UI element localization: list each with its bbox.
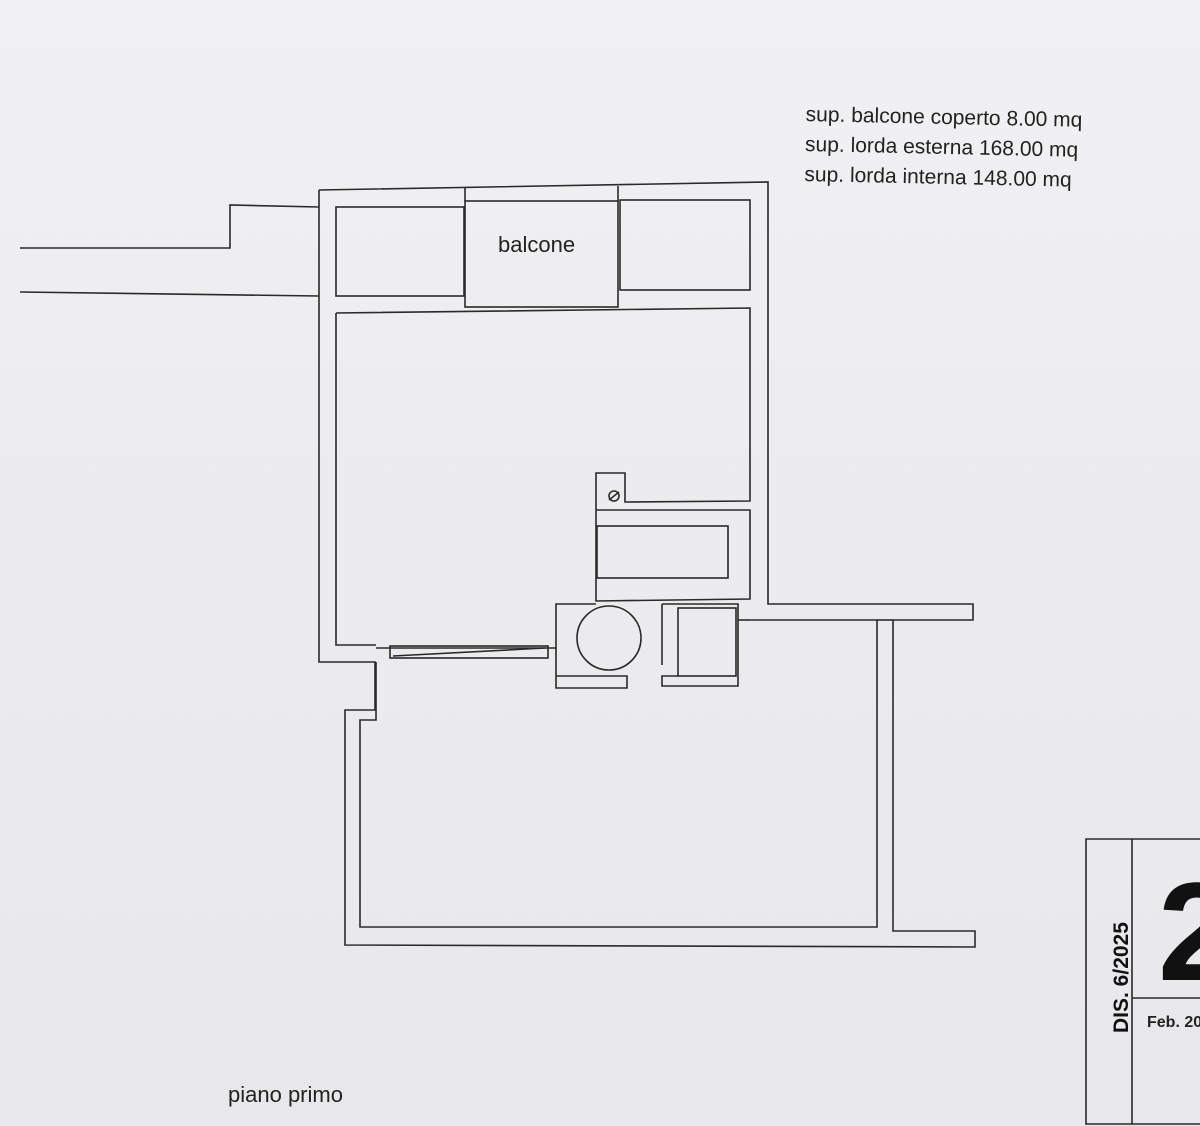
outer-wall: [318, 181, 976, 948]
balcony-left-compartment: [335, 206, 465, 297]
drawing-date: Feb. 20: [1147, 1014, 1200, 1031]
spiral-staircase: [576, 605, 642, 671]
main-room-wall: [335, 313, 376, 646]
area-gross-internal: sup. lorda interna 148.00 mq: [804, 162, 1072, 192]
balcony-right-compartment: [619, 199, 751, 291]
sheet-number: 2: [1158, 853, 1200, 1010]
stair-wall: [555, 648, 628, 689]
flue-symbol: [608, 491, 620, 501]
floor-name-label: piano primo: [228, 1082, 343, 1107]
terrace-inner-wall: [359, 619, 878, 928]
service-room: [677, 607, 737, 677]
main-room-wall: [376, 603, 596, 649]
balcony-central: [464, 200, 619, 308]
adjacent-building-line: [19, 291, 320, 297]
window-pane: [392, 647, 546, 657]
window-opening: [389, 645, 549, 659]
adjacent-building-line: [20, 204, 320, 249]
service-room-wall: [661, 603, 739, 687]
main-room-wall: [335, 307, 751, 602]
flue-symbol: [608, 490, 620, 502]
room-label-balcone: balcone: [498, 232, 576, 257]
area-summary: sup. balcone coperto 8.00 mq sup. lorda …: [804, 100, 1083, 196]
built-in-cabinet: [596, 525, 729, 579]
drawing-number: DIS. 6/2025: [1110, 922, 1133, 1033]
title-block-frame: [1085, 838, 1200, 1125]
